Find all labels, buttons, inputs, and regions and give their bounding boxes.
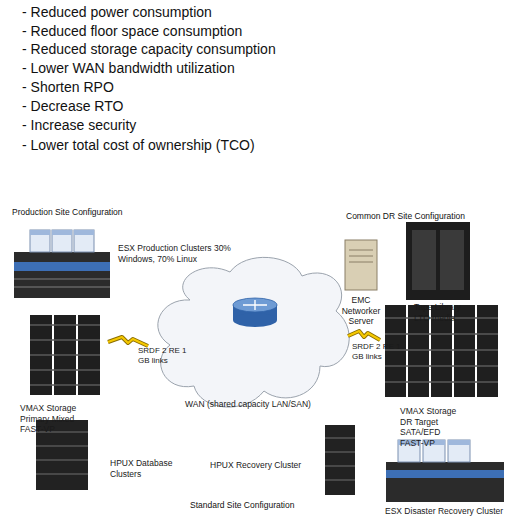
recovery-cluster: HPUX Recovery Cluster (205, 425, 360, 497)
database-cluster: HPUX Database Clusters (30, 418, 195, 492)
site-label: Production Site Configuration (12, 207, 123, 217)
benefit-item: - Reduced floor space consumption (22, 23, 242, 39)
site-label: Common DR Site Configuration (346, 211, 465, 221)
link-label: SRDF 2 RE 1 GB links (138, 346, 200, 366)
esx-cluster: ESX Disaster Recovery Cluster (383, 438, 505, 522)
backup-server: EMC Networker Server (332, 238, 390, 316)
benefit-item: - Shorten RPO (22, 79, 114, 95)
node-text: VMAX Storage Primary Mixed FAST-VP (20, 403, 86, 435)
wan-cloud: WAN (shared capacity LAN/SAN) (148, 262, 348, 422)
benefit-item: - Reduced power consumption (22, 4, 212, 20)
node-text: HPUX Recovery Cluster (210, 460, 320, 471)
benefit-item: - Decrease RTO (22, 98, 123, 114)
backup-server-icon (345, 240, 377, 290)
node-text: HPUX Database Clusters (110, 458, 200, 479)
node-text: ESX Production Clusters 30% Windows, 70%… (118, 243, 236, 264)
tape-library-icon (406, 222, 470, 300)
benefit-item: - Reduced storage capacity consumption (22, 41, 276, 57)
link-bolt (348, 331, 380, 340)
srdf-link (348, 331, 380, 340)
node-text: Tape Library LTO media (414, 302, 474, 323)
benefit-item: - Lower WAN bandwidth utilization (22, 60, 235, 76)
site-label: Standard Site Configuration (190, 500, 294, 510)
node-text: VMAX Storage DR Target SATA/EFD FAST-VP (400, 406, 466, 448)
benefit-item: - Lower total cost of ownership (TCO) (22, 137, 255, 153)
storage-cabinet-icon (30, 315, 100, 395)
srdf-link (108, 337, 148, 346)
server-tower-icon (325, 425, 355, 495)
benefit-item: - Increase security (22, 117, 136, 133)
link-label: SRDF 2 RE 1 GB links (352, 342, 414, 362)
link-outline (108, 337, 148, 346)
link-outline (348, 331, 380, 340)
storage-array: VMAX Storage Primary Mixed FAST-VP (18, 312, 108, 430)
router-icon (233, 298, 277, 327)
storage-array: VMAX Storage DR Target SATA/EFD FAST-VP (380, 302, 505, 434)
tape-library: Tape Library LTO media (400, 222, 475, 320)
node-text: EMC Networker Server (332, 295, 390, 327)
link-bolt (108, 337, 148, 346)
esx-cluster-icon (14, 230, 110, 298)
node-text: WAN (shared capacity LAN/SAN) (178, 399, 318, 410)
esx-cluster: ESX Production Clusters 30% Windows, 70%… (10, 225, 225, 303)
node-text: ESX Disaster Recovery Cluster (385, 506, 505, 517)
wan-cloud (158, 257, 349, 407)
esx-cluster-icon (386, 440, 504, 502)
